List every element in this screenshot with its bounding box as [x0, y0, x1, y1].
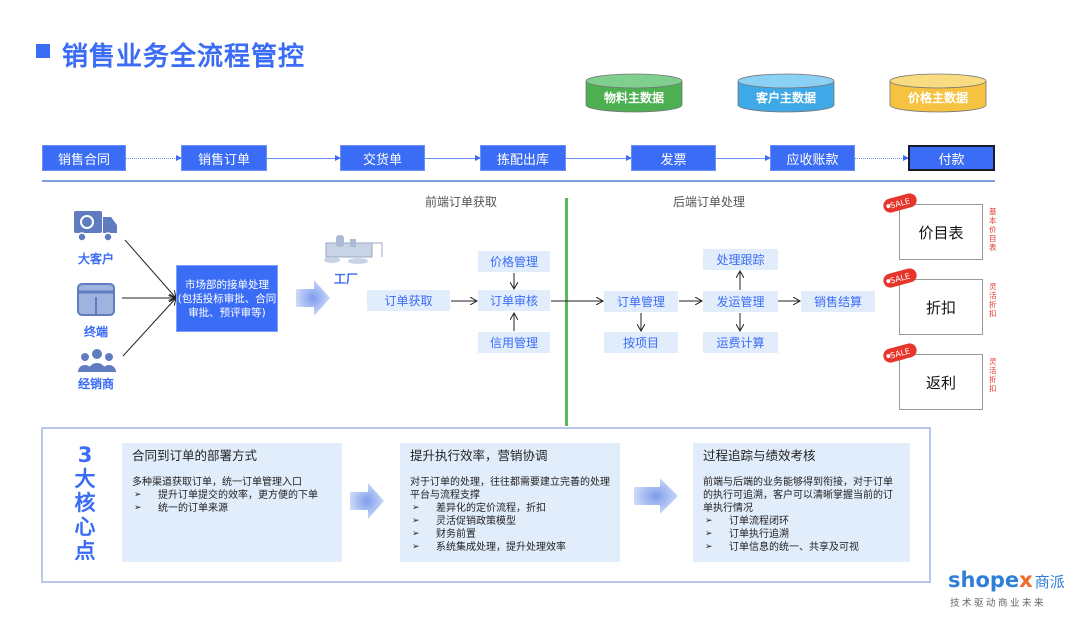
gradient-arrow-icon [634, 478, 678, 514]
flow-step: 交货单 [340, 145, 425, 171]
node-shipping-management: 发运管理 [703, 291, 778, 312]
section-front-label: 前端订单获取 [425, 195, 498, 209]
node-freight-calc: 运费计算 [703, 332, 778, 353]
core-card: 提升执行效率，营销协调 对于订单的处理，往往都需要建立完善的处理平台与流程支撑差… [400, 443, 620, 562]
card-bullet: 订单信息的统一、共享及可视 [703, 541, 900, 554]
source-label-terminal: 终端 [83, 325, 108, 339]
logo-tagline: 技术驱动商业未来 [950, 598, 1047, 609]
market-box-line: (包括投标审批、合同 [177, 292, 277, 305]
flow-connector [566, 155, 632, 161]
core-points-panel [41, 427, 931, 583]
card-bullet: 灵活促销政策模型 [410, 515, 610, 528]
core-points-title: 3大核心点 [74, 443, 96, 563]
card-bullet: 差异化的定价流程，折扣 [410, 502, 610, 515]
source-label-key-account: 大客户 [77, 252, 114, 266]
node-order-acquire: 订单获取 [367, 290, 450, 311]
card-bullet: 统一的订单来源 [132, 502, 332, 515]
node-by-project: 按项目 [604, 332, 678, 353]
section-back-label: 后端订单处理 [673, 195, 746, 209]
card-bullet: 系统集成处理，提升处理效率 [410, 541, 610, 554]
node-credit-management: 信用管理 [478, 332, 550, 353]
node-price-management: 价格管理 [478, 251, 550, 272]
gradient-arrow-icon [350, 483, 384, 519]
truck-icon [74, 211, 117, 242]
factory-icon [324, 235, 383, 264]
master-data-label: 客户主数据 [755, 90, 816, 105]
flow-step: 发票 [631, 145, 716, 171]
price-item-note: 基本价目表 [989, 207, 997, 252]
card-text: 对于订单的处理，往往都需要建立完善的处理平台与流程支撑 [410, 477, 610, 501]
master-data-label: 物料主数据 [603, 90, 664, 105]
card-bullet: 订单流程闭环 [703, 515, 900, 528]
price-item-box: 价目表 [899, 204, 983, 260]
flow-connector [716, 155, 771, 161]
flow-step: 付款 [908, 145, 995, 171]
title-marker [36, 44, 50, 58]
node-order-management: 订单管理 [604, 291, 678, 312]
price-item-box: 返利 [899, 354, 983, 410]
flow-connector [267, 155, 341, 161]
card-bullet: 提升订单提交的效率，更方便的下单 [132, 489, 332, 502]
master-data-label: 价格主数据 [907, 90, 968, 105]
store-icon [77, 283, 115, 316]
flow-step: 销售订单 [181, 145, 267, 171]
master-data-cylinder: 客户主数据 [737, 73, 835, 113]
flow-connector [126, 155, 182, 161]
price-item-note: 灵活折扣 [989, 357, 997, 393]
card-text: 前端与后端的业务能够得到衔接，对于订单的执行可追溯，客户可以清晰掌握当前的订单执… [703, 477, 893, 514]
card-bullet: 订单执行追溯 [703, 528, 900, 541]
card-bullet: 财务前置 [410, 528, 610, 541]
source-label-distributor: 经销商 [77, 377, 114, 391]
node-order-review: 订单审核 [478, 290, 550, 311]
flow-connector [855, 155, 909, 161]
price-item-note: 灵活折扣 [989, 282, 997, 318]
price-item-box: 折扣 [899, 279, 983, 335]
people-icon [78, 349, 116, 372]
core-card: 合同到订单的部署方式 多种渠道获取订单，统一订单管理入口提升订单提交的效率，更方… [122, 443, 342, 562]
page-title: 销售业务全流程管控 [62, 42, 306, 72]
core-card: 过程追踪与绩效考核 前端与后端的业务能够得到衔接，对于订单的执行可追溯，客户可以… [693, 443, 910, 562]
node-sales-settlement: 销售结算 [801, 291, 875, 312]
logo-brand-cn: 商派 [1034, 573, 1065, 591]
flow-step: 销售合同 [42, 145, 126, 171]
market-box-line: 市场部的接单处理 [185, 278, 269, 291]
flow-step: 应收账款 [770, 145, 855, 171]
card-title: 过程追踪与绩效考核 [703, 448, 816, 463]
card-text: 多种渠道获取订单，统一订单管理入口 [132, 477, 302, 488]
flow-connector [425, 155, 481, 161]
card-title: 合同到订单的部署方式 [132, 448, 258, 463]
master-data-cylinder: 物料主数据 [585, 73, 683, 113]
factory-label: 工厂 [333, 272, 358, 286]
master-data-cylinder: 价格主数据 [889, 73, 987, 113]
flow-step: 拣配出库 [480, 145, 566, 171]
logo-brand: shopex [948, 568, 1033, 592]
gradient-arrow-icon [296, 280, 330, 316]
divider [42, 180, 995, 182]
card-title: 提升执行效率，营销协调 [410, 448, 548, 463]
market-box-line: 审批、预评审等) [188, 306, 266, 319]
market-order-processing-box: 市场部的接单处理 (包括投标审批、合同 审批、预评审等) [176, 265, 278, 332]
front-back-divider [565, 198, 568, 426]
node-process-tracking: 处理跟踪 [703, 249, 778, 270]
